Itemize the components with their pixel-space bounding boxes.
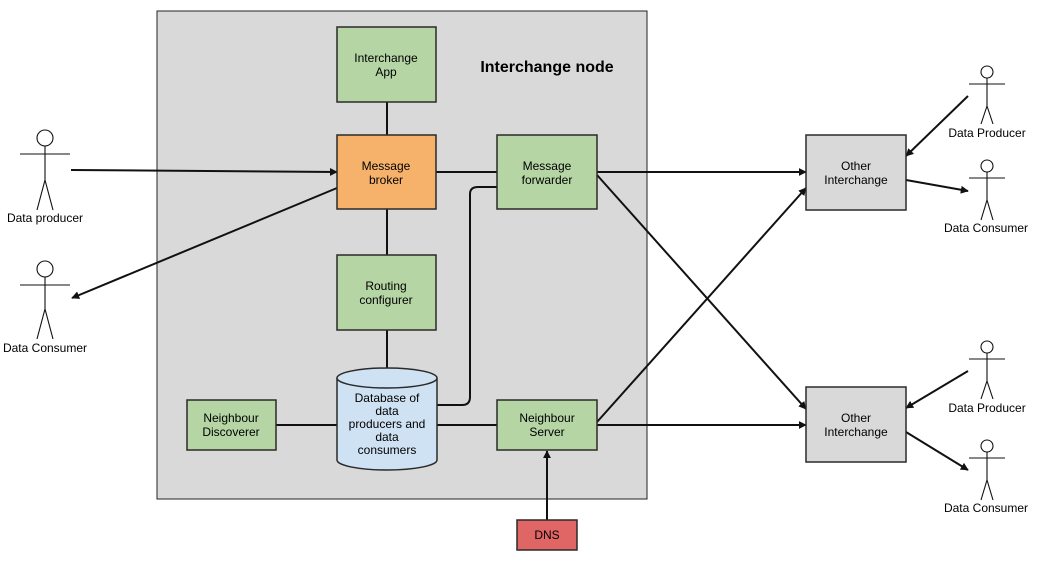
svg-text:App: App xyxy=(375,65,397,79)
svg-text:consumers: consumers xyxy=(358,443,417,457)
producer-to-other-bottom-arrow xyxy=(905,370,969,409)
svg-text:Discoverer: Discoverer xyxy=(202,425,259,439)
interchange-node-title: Interchange node xyxy=(480,59,613,76)
node-neighbour-discoverer: Neighbour Discoverer xyxy=(186,399,277,451)
node-message-broker: Message broker xyxy=(336,134,437,210)
svg-text:configurer: configurer xyxy=(359,293,412,307)
broker-to-consumer-arrow xyxy=(71,187,338,299)
svg-text:DNS: DNS xyxy=(534,528,559,542)
actor-right-top-consumer-label: Data Consumer xyxy=(944,221,1028,235)
actor-left-consumer xyxy=(20,260,70,340)
actor-right-bottom-producer xyxy=(969,340,1005,400)
actor-left-consumer-label: Data Consumer xyxy=(3,341,87,355)
node-message-forwarder: Message forwarder xyxy=(496,134,598,210)
connections xyxy=(70,95,969,520)
svg-text:forwarder: forwarder xyxy=(522,173,573,187)
node-other-interchange-top: Other Interchange xyxy=(805,134,907,211)
svg-text:data: data xyxy=(375,430,399,444)
svg-text:Routing: Routing xyxy=(365,279,406,293)
node-neighbour-server: Neighbour Server xyxy=(496,399,598,451)
actor-right-top-consumer xyxy=(969,159,1005,221)
database-forwarder-link xyxy=(436,186,497,406)
actor-left-producer-label: Data producer xyxy=(7,211,83,225)
svg-text:Other: Other xyxy=(841,411,871,425)
node-interchange-app: Interchange App xyxy=(336,26,437,103)
actor-right-bottom-producer-label: Data Producer xyxy=(948,401,1025,415)
svg-text:broker: broker xyxy=(369,173,403,187)
svg-text:Interchange: Interchange xyxy=(824,425,888,439)
svg-text:Database of: Database of xyxy=(355,391,420,405)
producer-to-other-top-arrow xyxy=(905,95,969,157)
svg-text:Message: Message xyxy=(523,159,572,173)
svg-text:data: data xyxy=(375,404,399,418)
producer-to-broker-arrow xyxy=(70,167,338,176)
actor-left-producer xyxy=(20,129,70,211)
actor-right-top-producer xyxy=(969,65,1005,125)
actor-right-top-producer-label: Data Producer xyxy=(948,126,1025,140)
other-bottom-to-consumer-arrow xyxy=(905,431,969,471)
node-routing-configurer: Routing configurer xyxy=(336,254,437,331)
svg-text:Interchange: Interchange xyxy=(824,173,888,187)
node-dns: DNS xyxy=(516,519,578,551)
actor-right-bottom-consumer xyxy=(969,439,1005,501)
forwarder-to-other-bottom-arrow xyxy=(596,174,807,410)
actor-right-bottom-consumer-label: Data Consumer xyxy=(944,501,1028,515)
svg-text:Other: Other xyxy=(841,159,871,173)
svg-text:Neighbour: Neighbour xyxy=(519,411,574,425)
svg-text:producers and: producers and xyxy=(349,417,426,431)
node-other-interchange-bottom: Other Interchange xyxy=(805,386,907,463)
server-to-other-top-arrow xyxy=(596,187,807,423)
other-top-to-consumer-arrow xyxy=(905,179,969,194)
svg-text:Server: Server xyxy=(529,425,564,439)
svg-text:Neighbour: Neighbour xyxy=(203,411,258,425)
svg-text:Message: Message xyxy=(362,159,411,173)
svg-text:Interchange: Interchange xyxy=(354,51,418,65)
node-database: Database of data producers and data cons… xyxy=(336,367,438,471)
